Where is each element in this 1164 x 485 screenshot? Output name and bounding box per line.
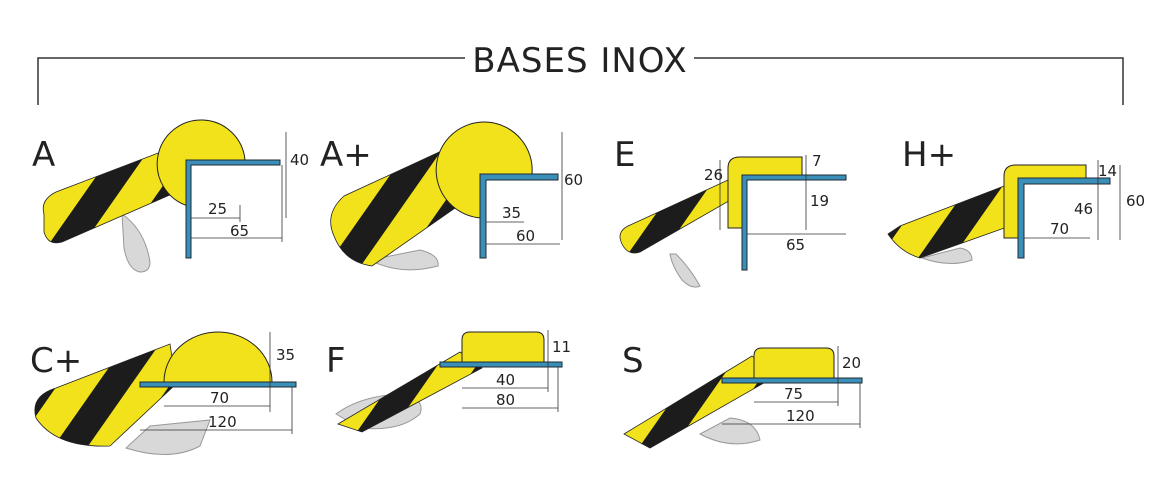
product-c-plus: C+ 35 70 120 [30, 331, 297, 456]
product-label: E [614, 135, 635, 175]
foam-profile [34, 343, 177, 447]
profile-cross-section [753, 347, 835, 379]
dimension-value: 70 [210, 389, 229, 407]
mounting-plate [698, 417, 761, 445]
dimension-value: 46 [1074, 200, 1093, 218]
dimension-value: 75 [784, 385, 803, 403]
profile-cross-section [435, 121, 533, 219]
product-label: F [326, 341, 346, 381]
profile-cross-section [727, 156, 803, 229]
mounting-plate [121, 213, 151, 273]
dimension-value: 14 [1098, 162, 1117, 180]
product-f: F 11 40 80 [326, 330, 571, 433]
dimension-value: 60 [516, 227, 535, 245]
dimension-value: 120 [786, 407, 815, 425]
foam-profile [337, 351, 483, 433]
dimension-value: 25 [208, 200, 227, 218]
dimension-value: 35 [502, 204, 521, 222]
product-a: A 40 25 65 [32, 119, 309, 273]
dimension-value: 120 [208, 413, 237, 431]
product-label: H+ [902, 135, 956, 175]
profile-cross-section [163, 331, 273, 383]
dimension-value: 60 [1126, 192, 1145, 210]
foam-profile [887, 185, 1011, 259]
dimension-value: 65 [230, 222, 249, 240]
mounting-plate [920, 247, 973, 264]
foam-profile [42, 149, 173, 244]
dimension-value: 40 [290, 151, 309, 169]
product-h-plus: H+ 14 46 60 70 [887, 135, 1145, 264]
mounting-plate [669, 253, 701, 288]
steel-base-plate [439, 361, 563, 368]
product-a-plus: A+ 60 35 60 [320, 121, 583, 271]
profile-cross-section [156, 119, 246, 207]
dimension-value: 65 [786, 236, 805, 254]
steel-base-plate [721, 377, 863, 384]
dimension-value: 11 [552, 338, 571, 356]
steel-base-plate [139, 381, 297, 388]
profile-cross-section [461, 331, 545, 363]
product-label: A [32, 135, 55, 175]
steel-base-angle [741, 174, 847, 271]
dimension-value: 40 [496, 371, 515, 389]
dimension-value: 26 [704, 166, 723, 184]
product-e: E 26 7 19 65 [614, 135, 847, 288]
title-bracket [37, 57, 1124, 105]
foam-profile [619, 179, 735, 254]
steel-base-angle [479, 173, 559, 259]
dimension-value: 19 [810, 192, 829, 210]
dimension-value: 20 [842, 354, 861, 372]
product-s: S 20 75 120 [622, 341, 863, 449]
steel-base-angle [1017, 177, 1111, 259]
dimension-value: 60 [564, 171, 583, 189]
dimension-value: 35 [276, 346, 295, 364]
dimension-value: 80 [496, 391, 515, 409]
dimension-value: 70 [1050, 220, 1069, 238]
page-title: BASES INOX [472, 41, 687, 81]
mounting-plate [125, 419, 211, 456]
mounting-plate [368, 249, 439, 271]
product-label: A+ [320, 135, 372, 175]
product-label: S [622, 341, 644, 381]
steel-base-angle [185, 159, 281, 259]
product-label: C+ [30, 341, 82, 381]
dimension-value: 7 [812, 152, 822, 170]
